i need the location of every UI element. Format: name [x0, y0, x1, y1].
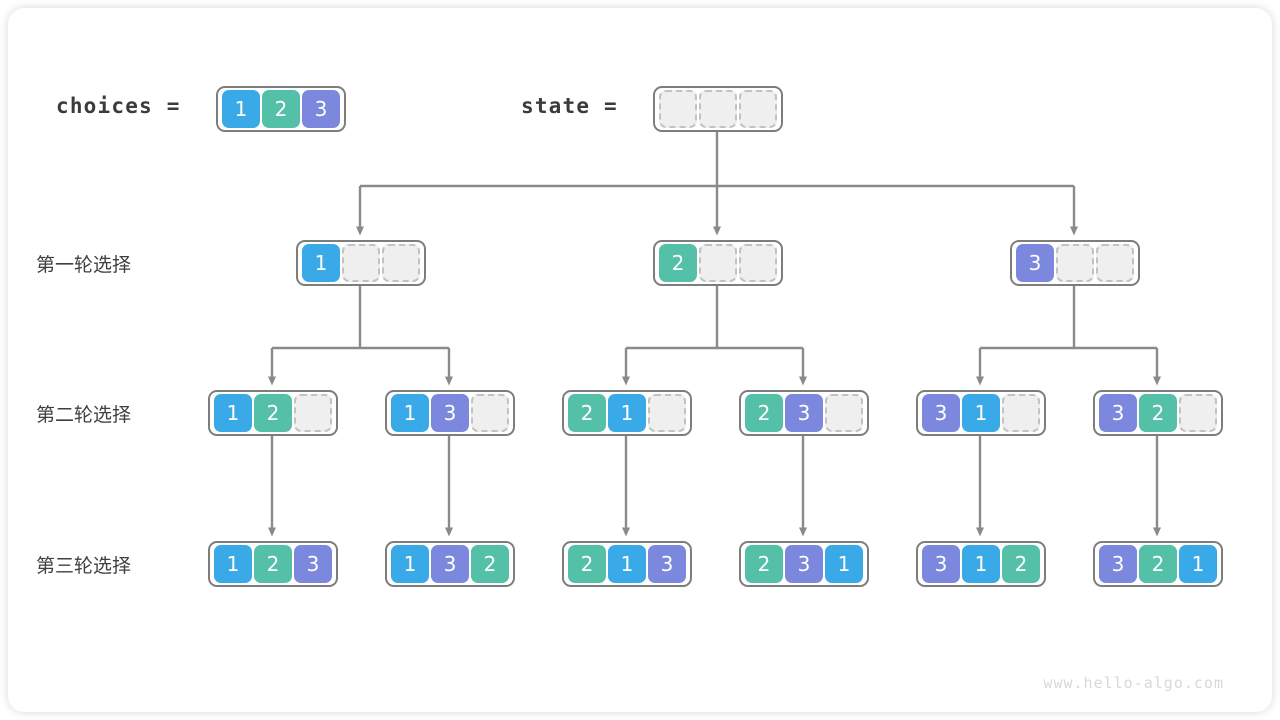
array-cell-filled: 3 — [785, 545, 823, 583]
row-label-round-3: 第三轮选择 — [36, 555, 132, 577]
array-cell-filled: 3 — [922, 545, 960, 583]
array-cell-filled: 3 — [648, 545, 686, 583]
watermark: www.hello-algo.com — [1043, 674, 1224, 692]
array-cell-filled: 2 — [745, 545, 783, 583]
array-cell-filled: 2 — [568, 394, 606, 432]
array-cell-filled: 1 — [222, 90, 260, 128]
array-cell-empty — [342, 244, 380, 282]
array-cell-filled: 1 — [608, 545, 646, 583]
array-cell-empty — [825, 394, 863, 432]
array-cell-filled: 1 — [302, 244, 340, 282]
array-cell-filled: 1 — [1179, 545, 1217, 583]
array-cell-filled: 3 — [1016, 244, 1054, 282]
array-cell-filled: 2 — [262, 90, 300, 128]
array-cell-filled: 2 — [1002, 545, 1040, 583]
array-cell-empty — [382, 244, 420, 282]
array-cell-filled: 1 — [962, 394, 1000, 432]
round-1-node-1: 1 — [296, 240, 426, 286]
row-label-round-1: 第一轮选择 — [36, 254, 132, 276]
array-cell-filled: 1 — [214, 394, 252, 432]
array-cell-empty — [1179, 394, 1217, 432]
array-cell-filled: 2 — [1139, 545, 1177, 583]
round-1-node-3: 3 — [1010, 240, 1140, 286]
choices-label: choices = — [56, 94, 181, 118]
round-1-node-2: 2 — [653, 240, 783, 286]
array-cell-filled: 1 — [962, 545, 1000, 583]
array-cell-filled: 1 — [825, 545, 863, 583]
array-cell-filled: 3 — [294, 545, 332, 583]
array-cell-filled: 3 — [431, 394, 469, 432]
array-cell-empty — [648, 394, 686, 432]
array-cell-empty — [294, 394, 332, 432]
state-array — [653, 86, 783, 132]
diagram-canvas — [8, 8, 1272, 712]
array-cell-filled: 2 — [254, 545, 292, 583]
array-cell-filled: 2 — [1139, 394, 1177, 432]
array-cell-filled: 3 — [1099, 394, 1137, 432]
array-cell-empty — [739, 244, 777, 282]
array-cell-filled: 1 — [608, 394, 646, 432]
array-cell-filled: 3 — [431, 545, 469, 583]
array-cell-filled: 3 — [1099, 545, 1137, 583]
array-cell-empty — [1002, 394, 1040, 432]
array-cell-empty — [739, 90, 777, 128]
array-cell-filled: 1 — [391, 545, 429, 583]
array-cell-empty — [699, 90, 737, 128]
array-cell-empty — [1056, 244, 1094, 282]
array-cell-empty — [1096, 244, 1134, 282]
array-cell-filled: 3 — [302, 90, 340, 128]
array-cell-filled: 2 — [568, 545, 606, 583]
array-cell-empty — [699, 244, 737, 282]
array-cell-filled: 2 — [745, 394, 783, 432]
array-cell-filled: 2 — [254, 394, 292, 432]
array-cell-filled: 1 — [391, 394, 429, 432]
array-cell-empty — [471, 394, 509, 432]
row-label-round-2: 第二轮选择 — [36, 404, 132, 426]
array-cell-filled: 1 — [214, 545, 252, 583]
array-cell-filled: 2 — [659, 244, 697, 282]
array-cell-filled: 3 — [922, 394, 960, 432]
array-cell-filled: 3 — [785, 394, 823, 432]
state-label: state = — [521, 94, 618, 118]
array-cell-filled: 2 — [471, 545, 509, 583]
array-cell-empty — [659, 90, 697, 128]
